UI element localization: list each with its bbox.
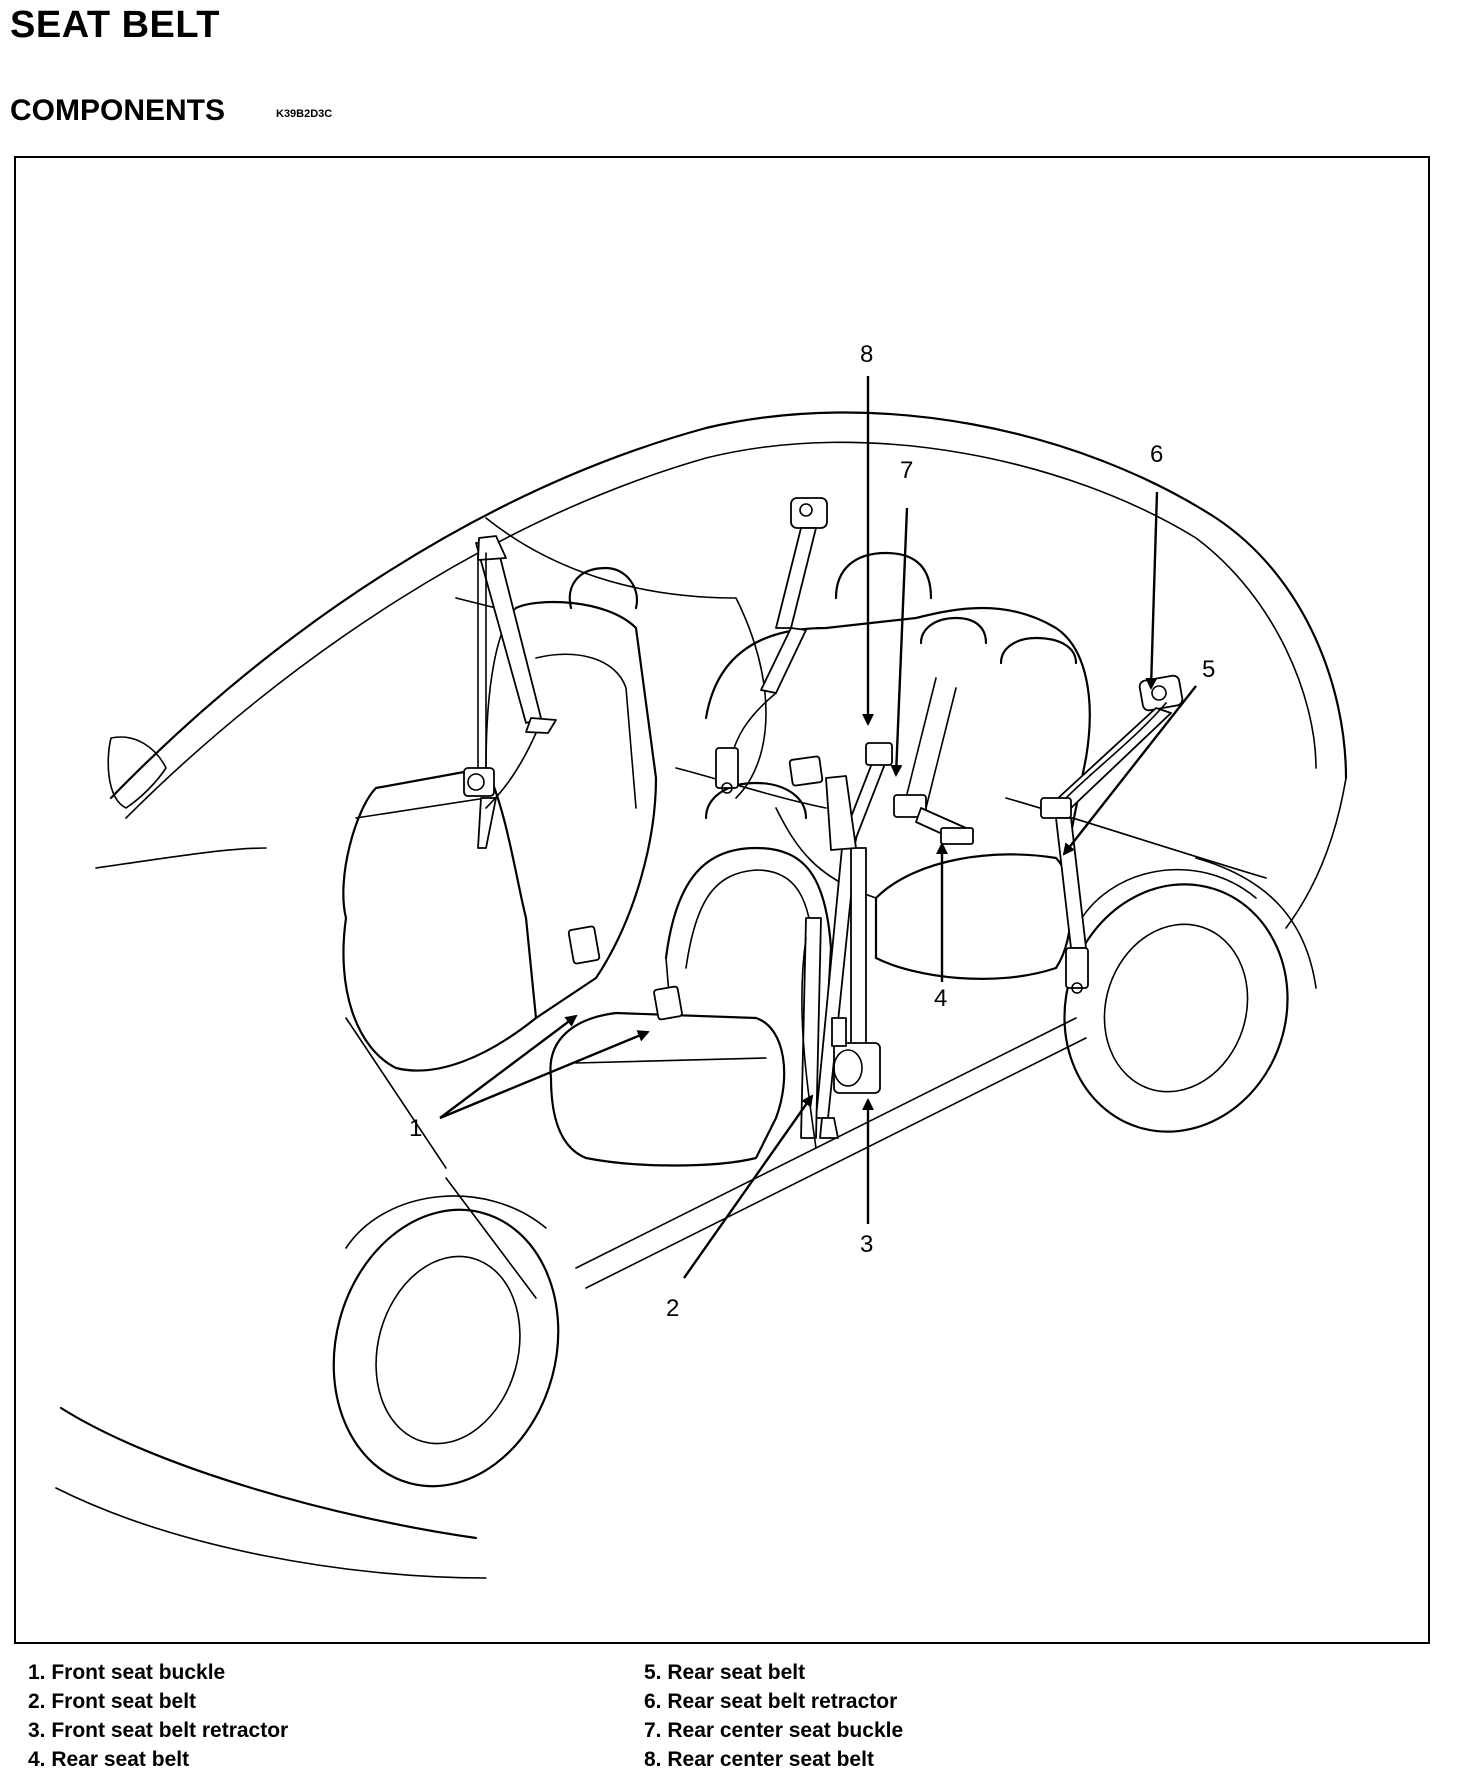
leader-arrows bbox=[439, 376, 1197, 1279]
legend-item-2: 2. Front seat belt bbox=[28, 1690, 197, 1713]
page-title: SEAT BELT bbox=[10, 4, 220, 46]
front-left-seat bbox=[342, 566, 658, 1072]
diagram-frame: 1 2 3 4 5 6 7 8 bbox=[14, 156, 1430, 1644]
legend-item-4: 4. Rear seat belt bbox=[28, 1748, 190, 1771]
rear-right-seat-belt bbox=[1040, 674, 1184, 994]
callout-2: 2 bbox=[666, 1295, 679, 1322]
front-right-seat bbox=[549, 781, 833, 1167]
callout-1: 1 bbox=[409, 1115, 422, 1142]
section-title: COMPONENTS bbox=[10, 94, 226, 127]
legend-right: 5. Rear seat belt 6. Rear seat belt retr… bbox=[644, 1658, 903, 1774]
legend-item-6: 6. Rear seat belt retractor bbox=[644, 1690, 898, 1713]
front-wheel bbox=[332, 1195, 560, 1488]
seat-belt-diagram: 1 2 3 4 5 6 7 8 bbox=[55, 341, 1348, 1579]
front-right-seat-belt bbox=[653, 812, 881, 1149]
callout-6: 6 bbox=[1150, 441, 1163, 468]
callout-3: 3 bbox=[860, 1231, 873, 1258]
car-body-outline bbox=[55, 411, 1348, 1579]
document-code: K39B2D3C bbox=[276, 108, 333, 120]
callout-4: 4 bbox=[934, 985, 947, 1012]
legend-left: 1. Front seat buckle 2. Front seat belt … bbox=[28, 1658, 288, 1774]
legend-item-5: 5. Rear seat belt bbox=[644, 1661, 806, 1684]
rear-left-seat-belt bbox=[715, 497, 828, 794]
callout-labels: 1 2 3 4 5 6 7 8 bbox=[409, 341, 1215, 1322]
legend-item-7: 7. Rear center seat buckle bbox=[644, 1719, 904, 1742]
front-left-seat-belt bbox=[463, 535, 601, 965]
callout-5: 5 bbox=[1202, 656, 1215, 683]
legend-item-8: 8. Rear center seat belt bbox=[644, 1748, 874, 1771]
callout-7: 7 bbox=[900, 457, 913, 484]
legend-item-3: 3. Front seat belt retractor bbox=[28, 1719, 289, 1742]
rear-center-belt bbox=[788, 742, 974, 851]
callout-8: 8 bbox=[860, 341, 873, 368]
legend-item-1: 1. Front seat buckle bbox=[28, 1661, 226, 1684]
